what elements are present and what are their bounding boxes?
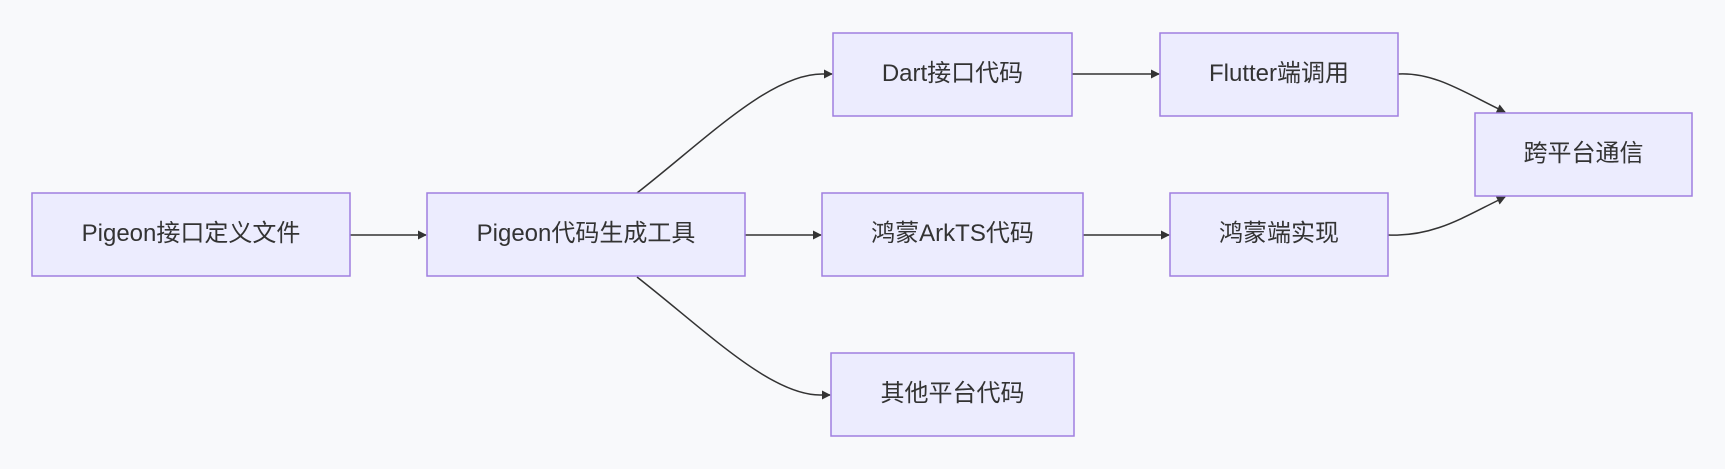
node-pigeon-gen-box [426, 192, 746, 277]
node-flutter-call-label: Flutter端调用 [1209, 60, 1349, 87]
node-other-code-box [830, 352, 1075, 437]
node-arkts-code-label: 鸿蒙ArkTS代码 [871, 220, 1034, 247]
node-other-code-label: 其他平台代码 [881, 380, 1025, 407]
edge-pigeon-gen-to-other-code [636, 276, 831, 400]
node-harmony-impl: 鸿蒙端实现 [1169, 192, 1389, 277]
node-dart-code: Dart接口代码 [832, 32, 1073, 117]
node-pigeon-gen: Pigeon代码生成工具 [426, 192, 746, 277]
edge-pigeon-gen-to-dart-code [636, 69, 833, 194]
node-cross-comm: 跨平台通信 [1474, 112, 1693, 197]
node-pigeon-gen-label: Pigeon代码生成工具 [477, 220, 696, 247]
node-flutter-call: Flutter端调用 [1159, 32, 1399, 117]
edges [350, 69, 1506, 400]
node-pigeon-def: Pigeon接口定义文件 [31, 192, 351, 277]
node-other-code: 其他平台代码 [830, 352, 1075, 437]
node-pigeon-def-label: Pigeon接口定义文件 [82, 220, 301, 247]
node-harmony-impl-label: 鸿蒙端实现 [1219, 220, 1339, 247]
node-cross-comm-box [1474, 112, 1693, 197]
node-arkts-code-box [821, 192, 1084, 277]
edge-harmony-impl-to-cross-comm [1387, 196, 1506, 236]
node-cross-comm-label: 跨平台通信 [1524, 140, 1644, 167]
node-flutter-call-box [1159, 32, 1399, 117]
nodes: Pigeon接口定义文件 Pigeon代码生成工具 Dart接口代码 鸿蒙Ark… [31, 32, 1693, 437]
node-dart-code-label: Dart接口代码 [882, 60, 1023, 87]
node-dart-code-box [832, 32, 1073, 117]
edge-flutter-call-to-cross-comm [1397, 73, 1506, 113]
node-arkts-code: 鸿蒙ArkTS代码 [821, 192, 1084, 277]
node-pigeon-def-box [31, 192, 351, 277]
node-harmony-impl-box [1169, 192, 1389, 277]
